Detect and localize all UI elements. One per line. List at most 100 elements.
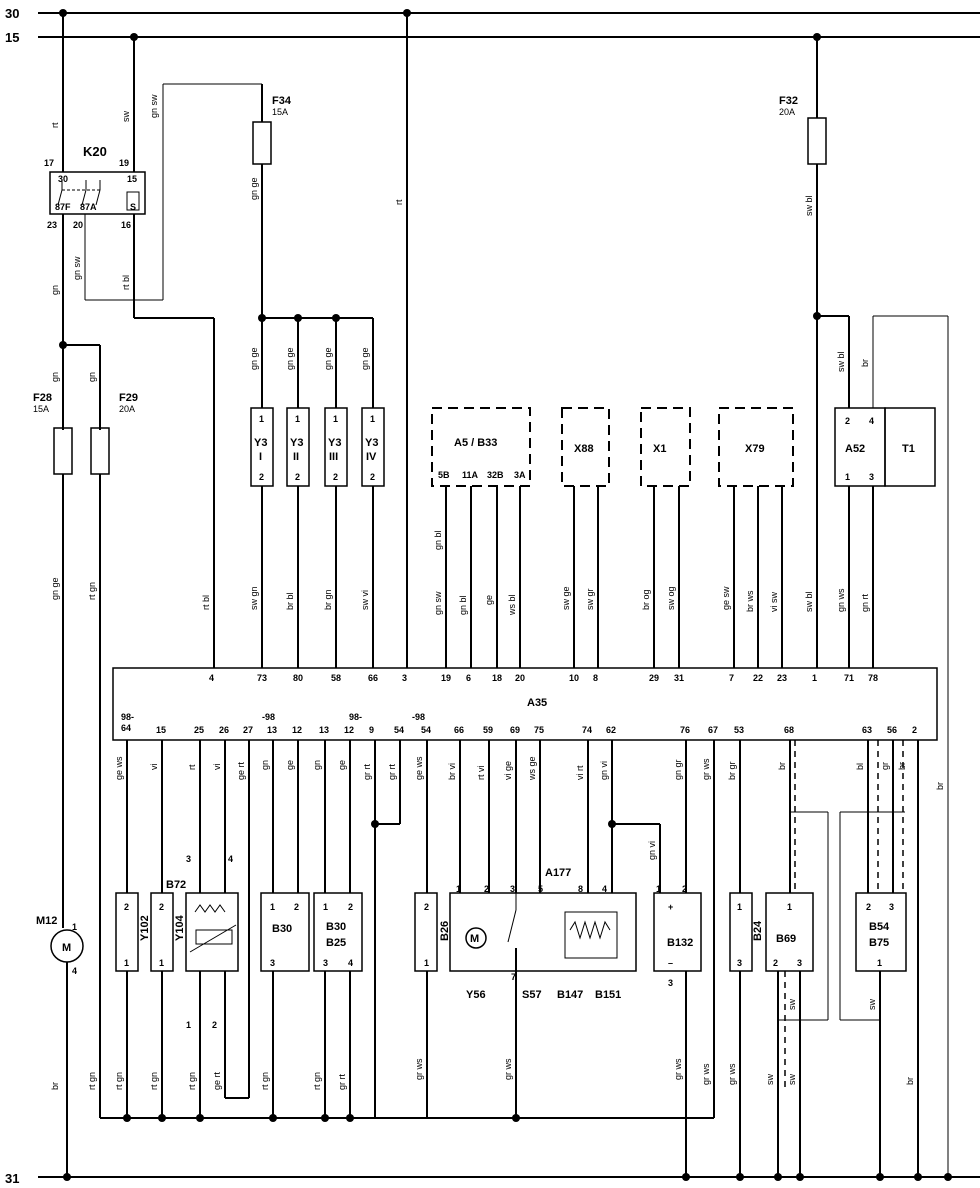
svg-text:20A: 20A [119, 404, 135, 414]
ecu-bottom-pin: 12 [292, 725, 302, 735]
svg-text:1: 1 [787, 902, 792, 912]
wire-color-label: sw bl [804, 591, 814, 612]
wire-color-label: br [935, 782, 945, 790]
ecu-top-pin: 31 [674, 673, 684, 683]
wire-color-label: br ws [745, 590, 755, 612]
svg-text:11A: 11A [462, 470, 479, 480]
svg-text:98-: 98- [349, 712, 362, 722]
svg-text:–: – [668, 958, 673, 968]
b30-b25-label-1: B30 [326, 921, 346, 933]
y3-iii-label: Y3 [328, 437, 341, 449]
wire-color-label: vi [212, 764, 222, 771]
svg-text:7: 7 [511, 972, 516, 982]
svg-text:M: M [62, 942, 71, 954]
wire-color-label: sw og [666, 586, 676, 610]
svg-text:16: 16 [121, 220, 131, 230]
svg-text:3: 3 [186, 854, 191, 864]
ecu-bottom-pin: 66 [454, 725, 464, 735]
wire-color-label: gr rt [387, 764, 397, 781]
wire-color-label: rt gn [87, 582, 97, 600]
wire-color-label: br [777, 762, 787, 770]
ecu-top-pin: 78 [868, 673, 878, 683]
svg-text:S57: S57 [522, 989, 542, 1001]
wire-color-label: gr ws [414, 1058, 424, 1080]
svg-text:2: 2 [484, 884, 489, 894]
svg-text:1: 1 [159, 958, 164, 968]
svg-text:1: 1 [456, 884, 461, 894]
wire-color-label: gn sw [72, 256, 82, 280]
wire-color-label: br [860, 359, 870, 367]
wire-color-label: sw bl [836, 351, 846, 372]
wire-color-label: rt gn [187, 1072, 197, 1090]
wire-color-label: br gn [323, 589, 333, 610]
wire-color-label: rt vi [476, 766, 486, 781]
wire-color-label: gn sw [149, 94, 159, 118]
svg-text:3: 3 [668, 978, 673, 988]
ecu-bottom-pin: 76 [680, 725, 690, 735]
wire-color-label: ge rt [236, 761, 246, 780]
wire-color-label: gn [50, 372, 60, 382]
svg-text:B151: B151 [595, 989, 621, 1001]
wire-color-label: gn [87, 372, 97, 382]
wire-color-label: br bl [285, 592, 295, 610]
svg-text:3A: 3A [514, 470, 526, 480]
wire-color-label: rt [187, 764, 197, 770]
svg-text:20: 20 [73, 220, 83, 230]
svg-text:2: 2 [159, 902, 164, 912]
wire-color-label: br gr [727, 761, 737, 780]
wire-color-label: rt [394, 199, 404, 205]
svg-text:5: 5 [538, 884, 543, 894]
wire-color-label: ws ge [527, 756, 537, 781]
svg-text:1: 1 [656, 884, 661, 894]
wire-color-label: sw vi [360, 590, 370, 610]
y3-i-label: Y3 [254, 437, 267, 449]
x79-label: X79 [745, 443, 765, 455]
svg-text:1: 1 [186, 1020, 191, 1030]
x1-label: X1 [653, 443, 666, 455]
rail-30-label: 30 [5, 6, 19, 21]
wire-color-label: gn gr [673, 759, 683, 780]
ecu-bottom-pin: 15 [156, 725, 166, 735]
wire-color-label: rt gn [260, 1072, 270, 1090]
wire-color-label: ge ws [414, 756, 424, 780]
ecu-bottom-pin: 98- [121, 712, 134, 722]
svg-text:I: I [259, 451, 262, 463]
wire-color-label: sw [787, 1074, 797, 1086]
wire-color-label: ge [484, 595, 494, 605]
wire-color-label: gn ge [249, 177, 259, 200]
ecu-top-pin: 22 [753, 673, 763, 683]
wire-color-label: gn ge [360, 347, 370, 370]
ecu-bottom-pin: 12 [344, 725, 354, 735]
ecu-bottom-pin: 54 [394, 725, 404, 735]
svg-text:3: 3 [869, 472, 874, 482]
svg-text:2: 2 [370, 472, 375, 482]
svg-text:1: 1 [270, 902, 275, 912]
wire-color-label: br [50, 1082, 60, 1090]
svg-text:15: 15 [127, 174, 137, 184]
wire-color-label: rt gn [312, 1072, 322, 1090]
wire-color-label: gn ge [249, 347, 259, 370]
f34-label: F34 [272, 95, 292, 107]
svg-text:4: 4 [72, 966, 77, 976]
wire-color-label: bl [855, 763, 865, 770]
svg-text:Y56: Y56 [466, 989, 486, 1001]
svg-text:1: 1 [877, 958, 882, 968]
wire-color-label: ge [337, 760, 347, 770]
svg-text:III: III [329, 451, 338, 463]
wire-color-label: gn bl [458, 595, 468, 615]
svg-text:17: 17 [44, 158, 54, 168]
ecu-bottom-pin: 64 [121, 723, 131, 733]
a177-label: A177 [545, 867, 571, 879]
ecu-top-pin: 20 [515, 673, 525, 683]
svg-text:-98: -98 [412, 712, 425, 722]
wire-color-label: sw bl [804, 195, 814, 216]
wire-color-label: sw [765, 1074, 775, 1086]
svg-text:15A: 15A [272, 107, 288, 117]
svg-text:2: 2 [294, 902, 299, 912]
ecu-bottom-pin: 13 [319, 725, 329, 735]
svg-text:4: 4 [228, 854, 233, 864]
svg-text:2: 2 [866, 902, 871, 912]
ecu-top-pin: 1 [812, 673, 817, 683]
svg-text:1: 1 [72, 922, 77, 932]
